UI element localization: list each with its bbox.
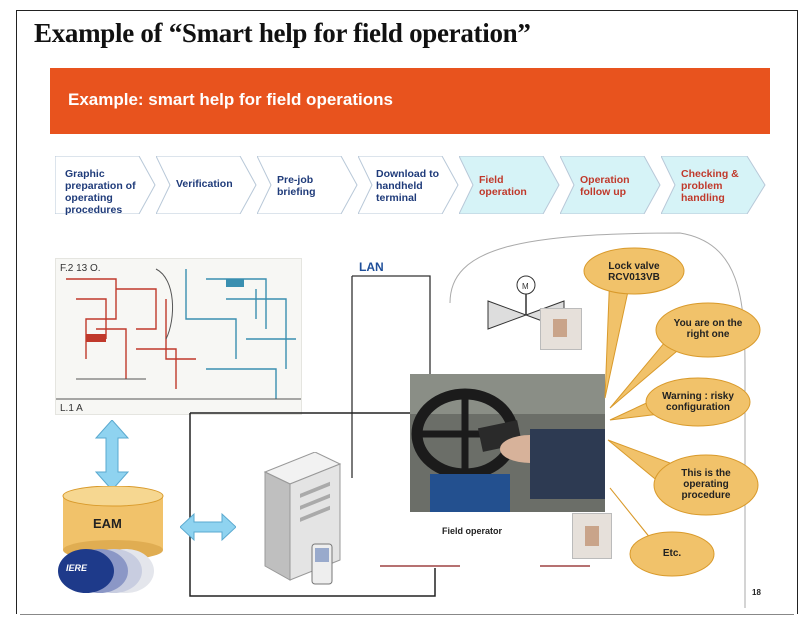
operator-photo-thumbnail: [572, 513, 612, 559]
banner-title: Example: smart help for field operations: [68, 90, 393, 109]
step-label: Graphic preparation of operating procedu…: [65, 168, 136, 216]
schematic-drawing: F.2 13 O. L.1 A: [56, 263, 301, 414]
step-verification: Verification: [156, 156, 258, 214]
page-title: Example of “Smart help for field operati…: [34, 18, 531, 48]
field-operator-label: Field operator: [442, 526, 503, 536]
svg-text:L.1 A: L.1 A: [60, 403, 83, 414]
step-checking: Checking & problem handling: [661, 156, 767, 214]
page-frame: [16, 10, 798, 614]
step-operation-follow-up: Operation follow up: [560, 156, 662, 214]
bubble-text-right-one: You are on the right one: [673, 318, 743, 340]
lan-label: LAN: [359, 260, 384, 274]
double-arrow-horizontal-icon: [180, 512, 236, 542]
step-pre-job-briefing: Pre-job briefing: [257, 156, 359, 214]
step-graphic-preparation: Graphic preparation of operating procedu…: [55, 156, 157, 216]
step-label: Operation follow up: [580, 174, 630, 198]
bottom-rule: [20, 614, 794, 615]
process-schematic: F.2 13 O. L.1 A: [55, 258, 302, 415]
double-arrow-vertical-icon: [94, 420, 130, 490]
step-label: Download to handheld terminal: [376, 168, 439, 204]
svg-text:F.2 13 O.: F.2 13 O.: [60, 263, 101, 274]
bubble-text-procedure: This is the operating procedure: [681, 468, 731, 501]
bubble-text-lock-valve: Lock valve RCV013VB: [608, 261, 660, 283]
field-operator-drawing: [410, 374, 605, 512]
step-label: Field operation: [479, 174, 527, 198]
step-download: Download to handheld terminal: [358, 156, 460, 214]
step-field-operation: Field operation: [459, 156, 561, 214]
iere-logo: [58, 549, 154, 593]
eam-label: EAM: [93, 516, 122, 531]
handheld-icon: [311, 543, 333, 585]
valve-photo-thumbnail: [540, 308, 582, 350]
page-number: 18: [752, 588, 761, 597]
step-label: Pre-job briefing: [277, 174, 316, 198]
step-label: Verification: [176, 178, 233, 190]
bubble-text-warning: Warning : risky configuration: [662, 391, 734, 413]
slide: Example: smart help for field operations…: [50, 68, 770, 608]
slide-banner: Example: smart help for field operations: [50, 68, 770, 134]
step-label: Checking & problem handling: [681, 168, 739, 204]
bubble-text-etc: Etc.: [662, 548, 682, 559]
iere-label: IERE: [66, 563, 88, 573]
callout-bubbles: [583, 247, 761, 577]
field-operator-photo: [410, 374, 605, 512]
svg-text:M: M: [522, 282, 529, 291]
